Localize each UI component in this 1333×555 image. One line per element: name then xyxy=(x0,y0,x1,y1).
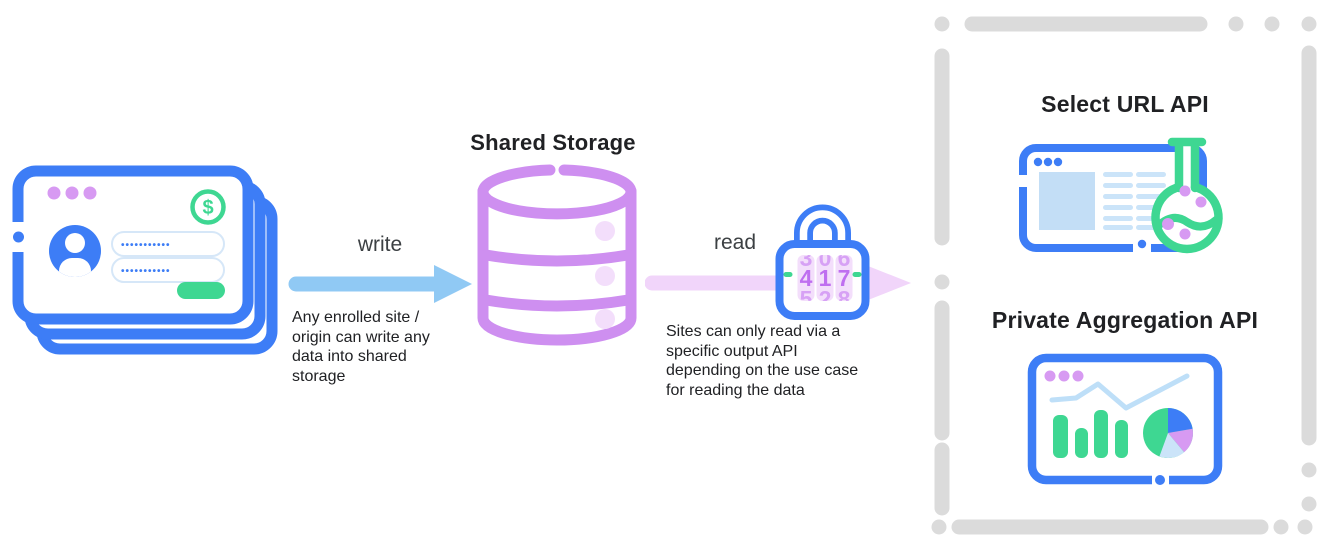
dollar-icon: $ xyxy=(190,189,226,225)
caption-line: storage xyxy=(292,367,346,385)
submit-button xyxy=(177,282,225,299)
caption-line: origin can write any xyxy=(292,328,430,346)
bubble xyxy=(1179,185,1191,197)
password-field-1: ••••••••••• xyxy=(111,231,225,257)
select-url-icon xyxy=(1015,137,1223,254)
window-dot xyxy=(1033,157,1043,167)
db-dot xyxy=(595,309,615,329)
enrolled-sites-icon: $ ••••••••••• ••••••••••• xyxy=(9,165,278,355)
svg-text:5: 5 xyxy=(800,286,813,312)
write-label: write xyxy=(357,233,403,256)
line-chart xyxy=(1049,373,1190,411)
db-dot xyxy=(595,221,615,241)
window-traffic-dots-icon xyxy=(47,186,97,200)
window-dot xyxy=(1072,370,1084,382)
svg-text:3: 3 xyxy=(800,245,813,271)
svg-text:0: 0 xyxy=(819,245,832,271)
border-dot xyxy=(1155,475,1165,485)
password-field-2: ••••••••••• xyxy=(111,257,225,283)
svg-text:7: 7 xyxy=(838,265,851,291)
read-label: read xyxy=(713,231,757,254)
window-dot xyxy=(1053,157,1063,167)
svg-text:$: $ xyxy=(202,197,213,219)
pie-chart xyxy=(1143,408,1193,459)
select-url-title: Select URL API xyxy=(1041,91,1209,117)
output-gate-dashed-frame xyxy=(931,16,1317,535)
svg-text:2: 2 xyxy=(819,286,832,312)
write-caption: Any enrolled site / origin can write any… xyxy=(292,308,482,386)
svg-text:•••••••••••: ••••••••••• xyxy=(121,266,171,277)
caption-line: depending on the use case xyxy=(666,362,859,379)
bubble xyxy=(1179,228,1191,240)
dial-marker xyxy=(852,272,862,277)
content-block xyxy=(1039,172,1095,230)
dial-marker xyxy=(783,272,793,277)
lock-code-digits: 3 0 6 4 1 7 5 2 8 xyxy=(800,245,851,312)
avatar-icon xyxy=(49,225,101,277)
svg-text:6: 6 xyxy=(838,245,851,271)
write-arrow-icon xyxy=(288,265,472,303)
svg-text:8: 8 xyxy=(838,286,851,312)
border-dot xyxy=(13,231,24,243)
bubble xyxy=(1195,196,1207,208)
svg-text:•••••••••••: ••••••••••• xyxy=(121,240,171,251)
combination-lock-icon: 3 0 6 4 1 7 5 2 8 xyxy=(775,204,870,320)
flask-icon xyxy=(1151,137,1223,254)
private-aggregation-title: Private Aggregation API xyxy=(991,307,1259,333)
caption-line: Sites can only read via a xyxy=(666,323,841,340)
svg-text:1: 1 xyxy=(819,265,832,291)
caption-line: data into shared xyxy=(292,348,407,365)
bubble xyxy=(1162,218,1174,230)
read-caption: Sites can only read via a specific outpu… xyxy=(666,322,916,400)
lock-shackle xyxy=(794,204,851,263)
database-icon xyxy=(477,164,637,346)
lock-dial xyxy=(835,255,853,301)
db-dot xyxy=(595,266,615,286)
window-dot xyxy=(1043,157,1053,167)
private-aggregation-icon xyxy=(1027,353,1223,486)
shared-storage-title: Shared Storage xyxy=(470,130,636,155)
caption-line: specific output API xyxy=(666,342,798,360)
svg-text:4: 4 xyxy=(800,265,813,291)
bar-chart xyxy=(1053,410,1128,458)
lock-dial xyxy=(797,255,815,301)
caption-line: Any enrolled site / xyxy=(292,309,420,326)
border-dot xyxy=(1137,239,1147,249)
window-dot xyxy=(1058,370,1070,382)
window-dot xyxy=(1044,370,1056,382)
lock-dial xyxy=(816,255,834,301)
caption-line: for reading the data xyxy=(666,381,805,399)
